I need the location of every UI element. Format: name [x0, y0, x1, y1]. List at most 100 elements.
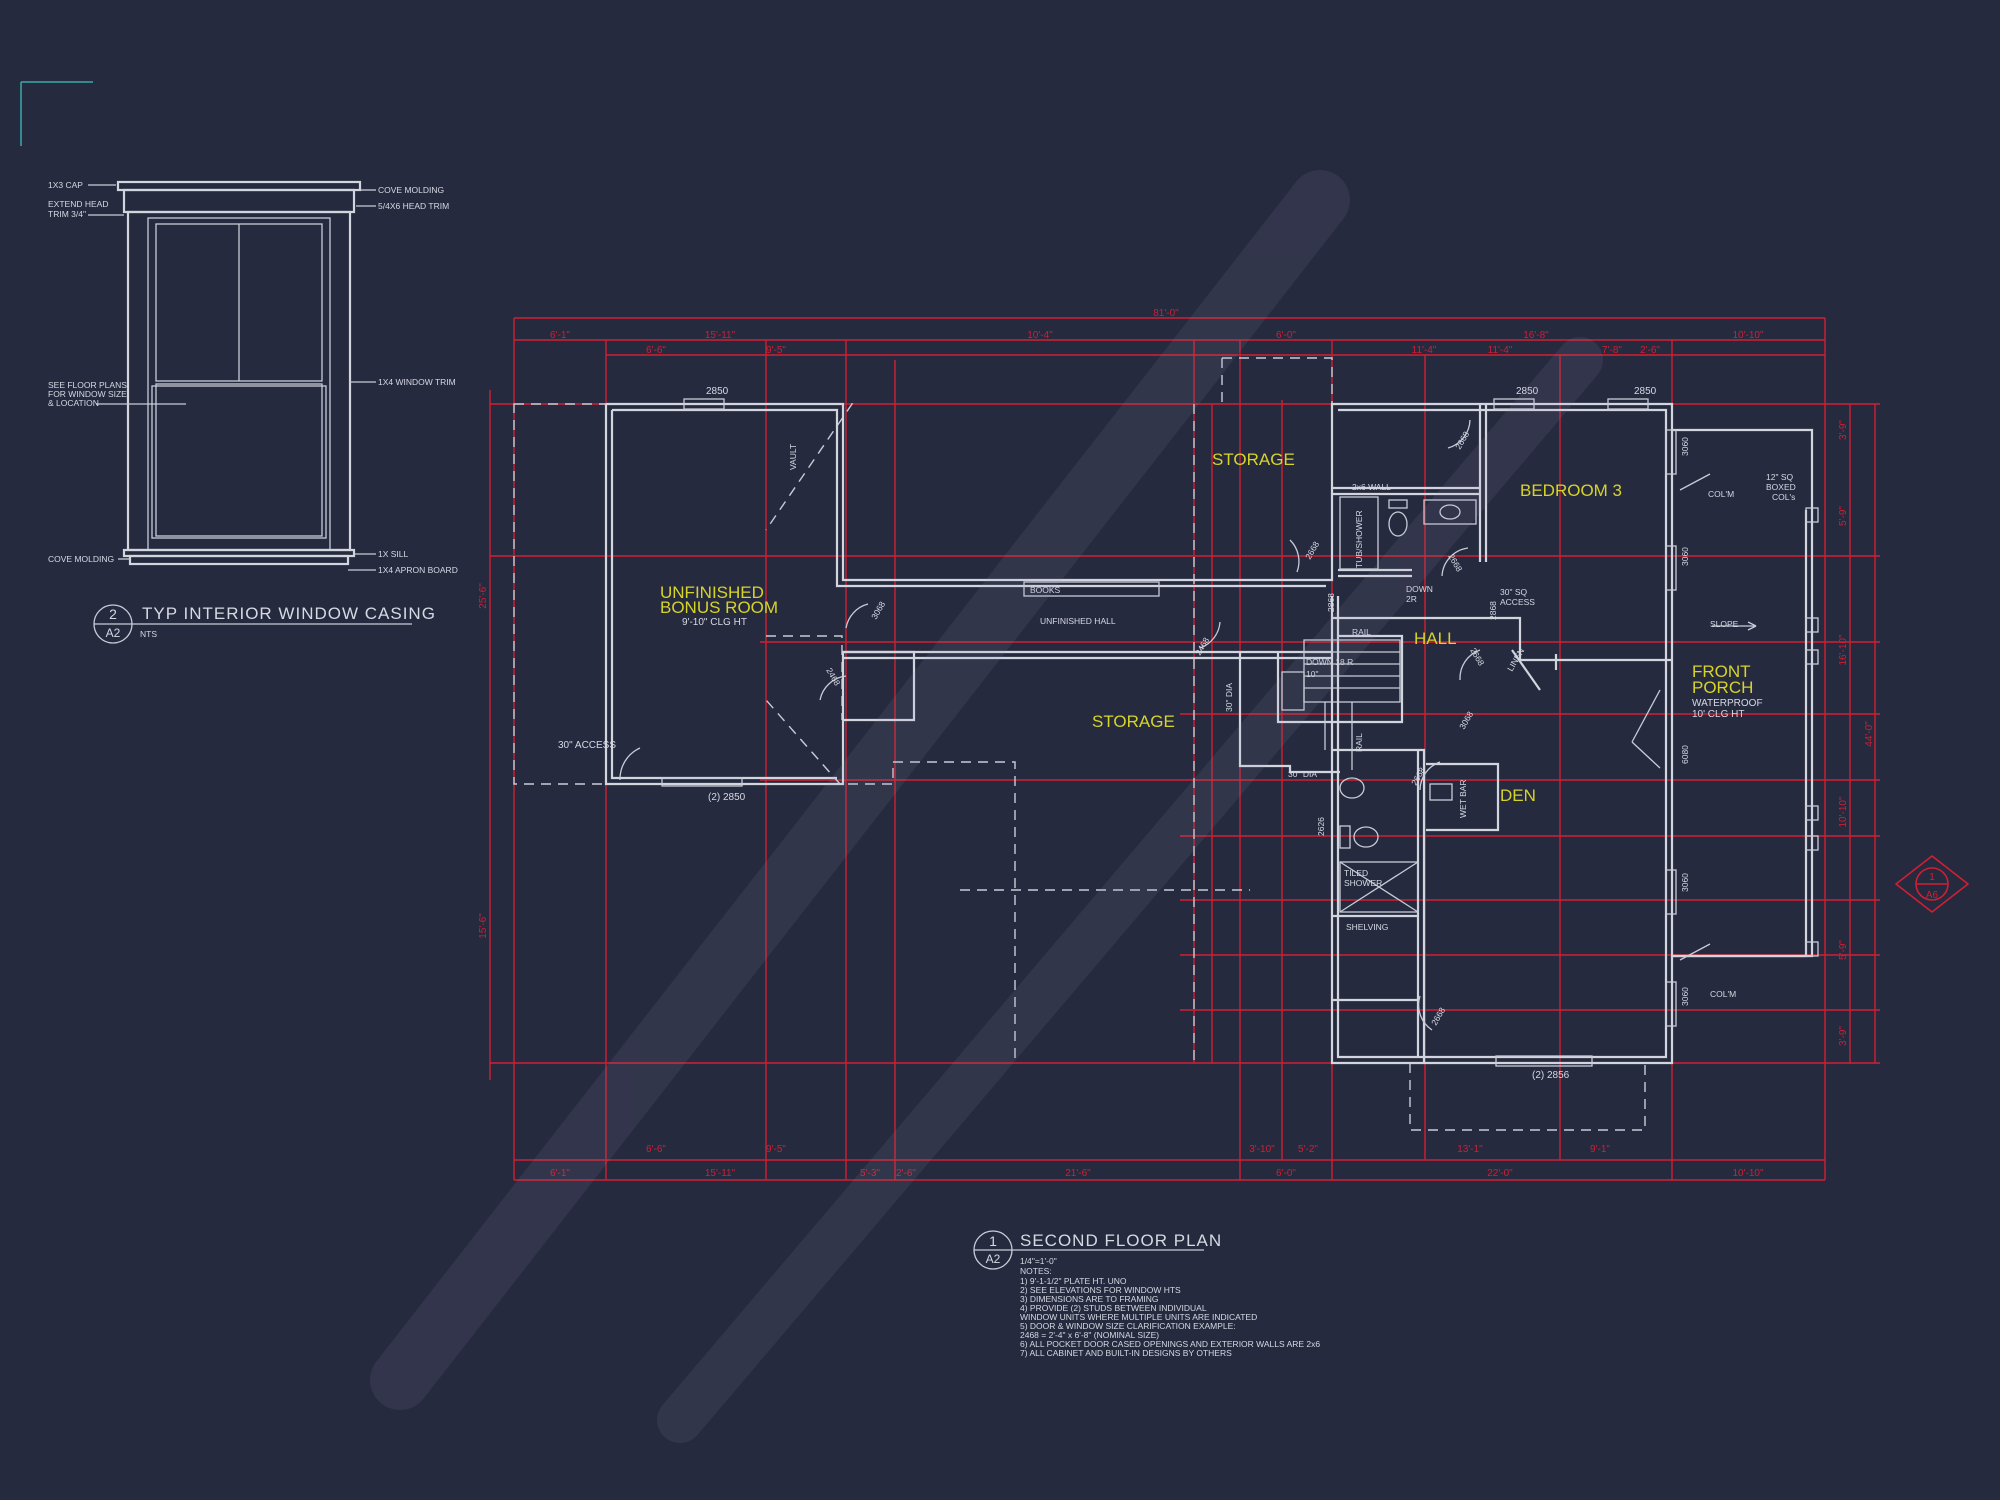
plan-number: 1: [989, 1233, 997, 1249]
dim-bottom-outer-3: 2'-6": [896, 1168, 916, 1179]
head-trim: [122, 188, 356, 214]
label-d2626: 2626: [1316, 817, 1326, 836]
dim-top-inner-4: 2'-6": [1640, 345, 1660, 356]
bath-fixtures: [1339, 496, 1477, 913]
plan-note-6: 6) ALL POCKET DOOR CASED OPENINGS AND EX…: [1020, 1339, 1320, 1349]
label-down-18r: DOWN 18 R: [1306, 657, 1353, 667]
room-storage-mid: STORAGE: [1092, 712, 1175, 731]
label-w6080: 6080: [1680, 745, 1690, 764]
label-d2668d: 2668: [1468, 646, 1486, 668]
detail-sheet: A2: [106, 626, 121, 640]
dim-bottom-outer-2: 5'-3": [860, 1168, 880, 1179]
label-boxed-3: COL's: [1772, 492, 1795, 502]
label-slope: SLOPE: [1710, 619, 1739, 629]
callout-extend-head-1: EXTEND HEAD: [48, 199, 108, 209]
dim-bottom-outer-0: 6'-1": [550, 1168, 570, 1179]
section-marker: [1894, 854, 1970, 914]
windows: [661, 398, 1677, 1067]
section-number: 1: [1929, 872, 1935, 883]
label-tub-shower: TUB/SHOWER: [1354, 510, 1364, 568]
plan-sheet: A2: [986, 1252, 1001, 1266]
label-boxed-2: BOXED: [1766, 482, 1796, 492]
label-w2850-bed-b: 2850: [1634, 386, 1657, 397]
label-col-b: COL'M: [1710, 989, 1736, 999]
porch-columns: [1679, 473, 1819, 961]
callout-see-floor-2: FOR WINDOW SIZE: [48, 389, 127, 399]
dim-top-inner-3: 7'-8": [1602, 345, 1622, 356]
dim-bottom-outer-4: 21'-6": [1065, 1168, 1091, 1179]
dim-right-5: 3'-9": [1838, 1026, 1849, 1046]
label-w2850-bonus: 2850: [706, 386, 729, 397]
callout-window-trim: 1X4 WINDOW TRIM: [378, 377, 456, 387]
dim-bottom-outer-1: 15'-11": [705, 1168, 736, 1179]
label-d3068b: 3068: [1457, 709, 1475, 731]
room-bonus-1: UNFINISHED: [660, 583, 764, 602]
plan-note-3: 3) DIMENSIONS ARE TO FRAMING: [1020, 1294, 1159, 1304]
dim-bottom-outer-7: 10'-10": [1732, 1168, 1763, 1179]
door-swings: [619, 419, 1661, 1031]
room-bedroom-3: BEDROOM 3: [1520, 481, 1622, 500]
dim-top-outer-2: 10'-4": [1027, 330, 1053, 341]
label-d2468b: 2468: [1193, 635, 1211, 657]
label-down-18r-b: 10": [1306, 669, 1318, 679]
label-col-a: COL'M: [1708, 489, 1734, 499]
dim-overall-top: 81'-0": [1153, 308, 1179, 319]
callout-extend-head-2: TRIM 3/4": [48, 209, 86, 219]
label-rail-a: RAIL: [1352, 627, 1371, 637]
room-porch-2: PORCH: [1692, 678, 1753, 697]
callout-see-floor-1: SEE FLOOR PLANS: [48, 380, 127, 390]
dim-right-4: 5'-9": [1838, 940, 1849, 960]
dim-left-0: 25'-6": [478, 583, 489, 609]
dim-top-outer-4: 11'-4": [1412, 345, 1437, 356]
label-d2668c: 2668: [1446, 552, 1464, 574]
dim-bottom-inner-4: 13'-1": [1457, 1144, 1483, 1155]
plan-note-5: 5) DOOR & WINDOW SIZE CLARIFICATION EXAM…: [1020, 1321, 1236, 1331]
callout-cove-right: COVE MOLDING: [378, 185, 444, 195]
sheet-corner-mark: [20, 81, 93, 146]
dim-right-0: 3'-9": [1838, 420, 1849, 440]
room-bonus-2: BONUS ROOM: [660, 598, 778, 617]
label-2x6-wall: 2x6 WALL: [1352, 482, 1391, 492]
label-wet-bar: WET BAR: [1458, 779, 1468, 818]
dim-top-outer-3: 6'-0": [1276, 330, 1296, 341]
detail-scale: NTS: [140, 629, 157, 639]
callout-see-floor-3: & LOCATION: [48, 398, 99, 408]
callout-apron: 1X4 APRON BOARD: [378, 565, 458, 575]
window-casing-detail: [88, 180, 376, 571]
room-storage-top: STORAGE: [1212, 450, 1295, 469]
label-w2850x2-bonus: (2) 2850: [708, 792, 746, 803]
detail-title-block: [93, 604, 412, 644]
dim-bottom-inner-1: 9'-5": [766, 1144, 786, 1155]
plan-note-2: 2) SEE ELEVATIONS FOR WINDOW HTS: [1020, 1285, 1181, 1295]
books-shelf: [1023, 581, 1160, 597]
plan-note-5b: 2468 = 2'-4" x 6'-8" (NOMINAL SIZE): [1020, 1330, 1159, 1340]
dim-top-outer-1: 15'-11": [705, 330, 736, 341]
label-w3060c: 3060: [1680, 873, 1690, 892]
label-vault: VAULT: [788, 444, 798, 470]
dim-top-inner-1: 9'-5": [766, 345, 786, 356]
dim-bottom-inner-2: 3'-10": [1249, 1144, 1275, 1155]
dim-top-outer-6: 10'-10": [1732, 330, 1763, 341]
head-cap: [116, 180, 362, 192]
plan-title: SECOND FLOOR PLAN: [1020, 1231, 1222, 1250]
dim-bottom-outer-5: 6'-0": [1276, 1168, 1296, 1179]
dim-top-outer-5: 16'-8": [1523, 330, 1549, 341]
plan-note-7: 7) ALL CABINET AND BUILT-IN DESIGNS BY O…: [1020, 1348, 1232, 1358]
room-porch-3: WATERPROOF: [1692, 698, 1763, 709]
plan-scale: 1/4"=1'-0": [1020, 1256, 1057, 1266]
label-dia-a: 30" DIA: [1224, 683, 1234, 712]
label-access-sq-1: 30" SQ: [1500, 587, 1528, 597]
dim-bottom-inner-0: 6'-6": [646, 1144, 666, 1155]
dim-top-inner-0: 6'-6": [646, 345, 666, 356]
lower-sash-outer: [151, 385, 327, 539]
label-rail-b: RAIL: [1354, 733, 1364, 752]
section-sheet: A6: [1926, 890, 1939, 901]
stair: [1281, 639, 1401, 770]
room-hall: HALL: [1414, 629, 1457, 648]
dim-right-1: 5'-9": [1838, 506, 1849, 526]
label-w2850-bed-a: 2850: [1516, 386, 1539, 397]
dim-right-2: 16'-10": [1838, 634, 1849, 665]
dim-top-inner-2: 11'-4": [1488, 345, 1513, 356]
dim-right-3: 10'-10": [1838, 796, 1849, 827]
